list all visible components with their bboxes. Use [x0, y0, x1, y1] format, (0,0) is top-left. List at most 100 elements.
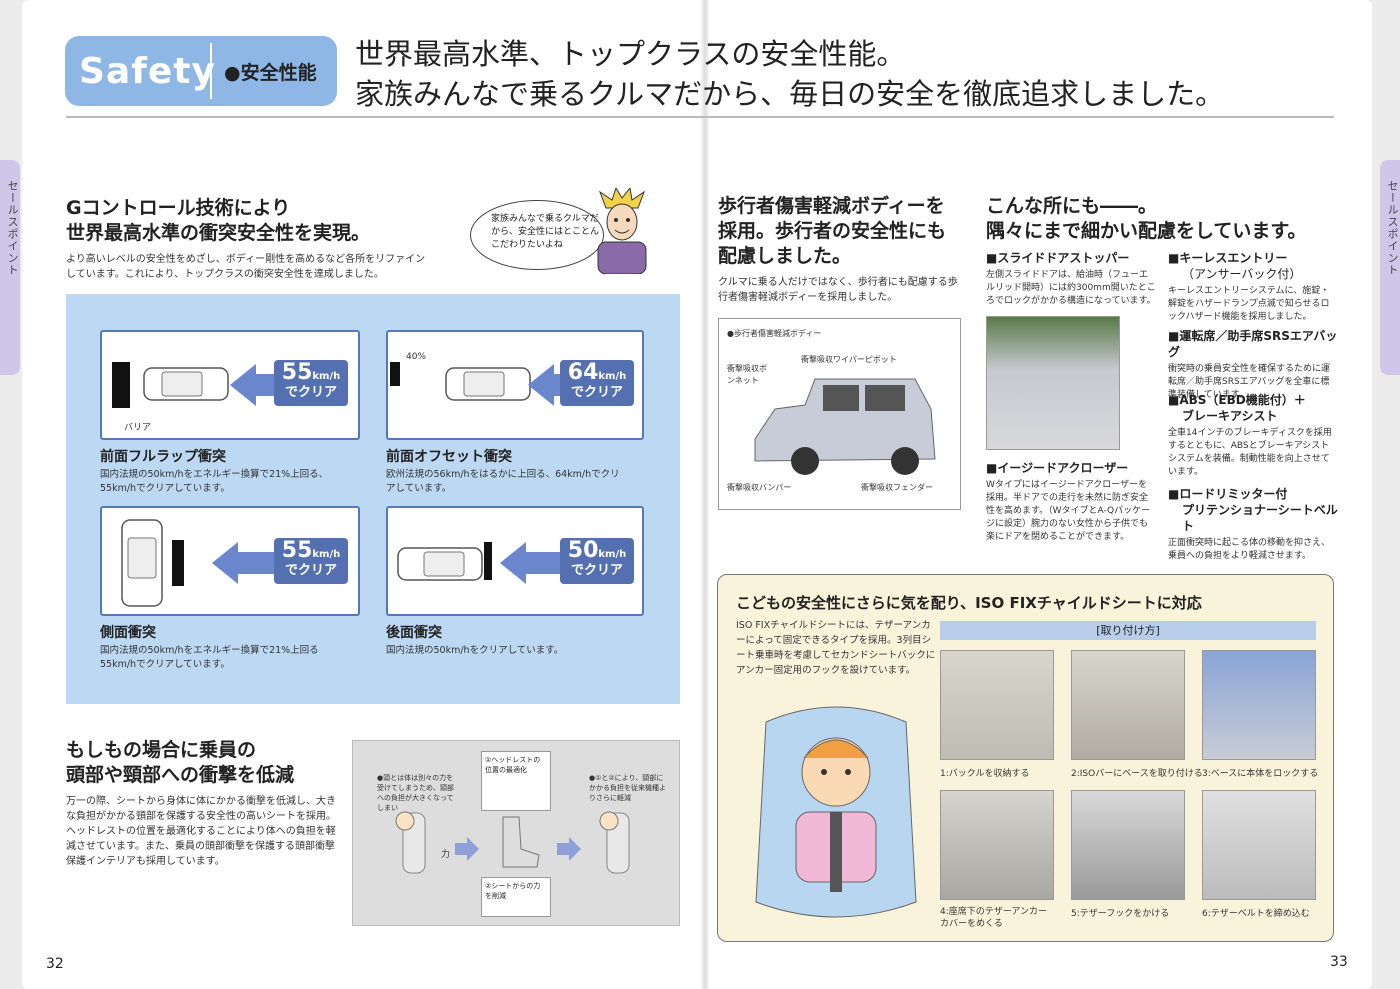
- step-caption: 6:テザーベルトを締め込む: [1202, 909, 1310, 919]
- ped-title-2: 採用。歩行者の安全性にも: [718, 220, 947, 242]
- detail-item-heading: ■ABS（EBD機能付）＋: [1168, 393, 1306, 407]
- step-photo-3: [1202, 650, 1316, 760]
- badge-jp: ●安全性能: [224, 61, 317, 84]
- gcontrol-title-1: Gコントロール技術により: [66, 197, 291, 219]
- page-number-right: 33: [1330, 954, 1348, 970]
- ped-title-1: 歩行者傷害軽減ボディーを: [718, 195, 945, 217]
- man-illustration-icon: [597, 188, 647, 274]
- car-top-icon: [121, 519, 163, 607]
- head-title-1: もしもの場合に乗員の: [66, 739, 257, 761]
- detail-item-body: 正面衝突時に起こる体の移動を抑さえ、乗員への負担をより軽減させます。: [1168, 538, 1331, 561]
- rear-barrier: [484, 542, 492, 580]
- crash-title: 前面フルラップ衝突: [100, 449, 226, 465]
- car-icon: [397, 547, 483, 581]
- seat-figure-icon: [599, 811, 630, 874]
- fig-title: ●歩行者傷害軽減ボディー: [727, 329, 822, 338]
- fig-label-fender: 衝撃吸収フェンダー: [861, 483, 933, 492]
- head-diagram: ●頭とは体は別々の力を受けてしまうため、頸部への負担が大きくなってしまい ①ヘッ…: [352, 740, 680, 926]
- force-label: 力: [441, 850, 451, 860]
- detail-item-heading: ■キーレスエントリー: [1168, 251, 1288, 265]
- head-body: 万一の際、シートから身体に体にかかる衝撃を低減し、大きな負担がかかる頸部を保護す…: [66, 796, 336, 867]
- detail-item: ■ロードリミッター付 プリテンショナーシートベルト 正面衝突時に起こる体の移動を…: [1168, 486, 1338, 563]
- side-tab-right: セールスポイント: [1380, 160, 1400, 375]
- page-number-left: 32: [46, 956, 64, 972]
- detail-item-heading: ■イージードアクローザー: [986, 461, 1129, 475]
- barrier-note: バリア: [124, 423, 152, 433]
- step-caption: 3:ベースに本体をロックする: [1202, 769, 1319, 779]
- step-photo-2: [1071, 650, 1185, 760]
- arrow-right-icon: [455, 837, 479, 861]
- barrier: [390, 362, 400, 386]
- crash-title: 側面衝突: [100, 625, 156, 641]
- detail-item: ■キーレスエントリー （アンサーバック付） キーレスエントリーシステムに、施錠・…: [1168, 250, 1338, 324]
- gcontrol-section: Gコントロール技術により 世界最高水準の衝突安全性を実現。 より高いレベルの安全…: [66, 196, 466, 282]
- detail-item: ■ABS（EBD機能付）＋ ブレーキアシスト 全車14インチのブレーキディスクを…: [1168, 392, 1338, 479]
- headline: 世界最高水準、トップクラスの安全性能。 家族みんなで乗るクルマだから、毎日の安全…: [355, 34, 1224, 114]
- step-photo-6: [1202, 790, 1316, 900]
- headline-line-2: 家族みんなで乗るクルマだから、毎日の安全を徹底追求しました。: [355, 77, 1225, 111]
- barrier: [112, 362, 130, 408]
- detail-item-heading: ■スライドドアストッパー: [986, 251, 1130, 265]
- seat-icon: [502, 816, 540, 868]
- child-in-seat-icon: [755, 706, 917, 918]
- crash-desc: 国内法規の50km/hをエネルギー換算で21%上回る55km/hでクリアしていま…: [100, 645, 319, 670]
- header-rule: [66, 116, 1334, 118]
- step-caption: 2:ISOバーにベースを取り付ける: [1071, 769, 1203, 779]
- crash-desc: 国内法規の50km/hをエネルギー換算で21%上回る、55km/hでクリアしてい…: [100, 469, 329, 494]
- spine: [700, 0, 710, 989]
- crash-desc: 欧州法規の56km/hをはるかに上回る、64km/hでクリアしています。: [386, 469, 620, 494]
- ped-body: クルマに乗る人だけではなく、歩行者にも配慮する歩行者傷害軽減ボディーを採用しまし…: [718, 277, 958, 303]
- badge-en: Safety: [79, 50, 216, 92]
- car-icon: [445, 367, 531, 401]
- crash-title: 前面オフセット衝突: [386, 449, 512, 465]
- step-photo-4: [940, 790, 1054, 900]
- detail-item-body: キーレスエントリーシステムに、施錠・解錠をハザードランプ点滅で知らせるロックハザ…: [1168, 286, 1330, 322]
- detail-section: こんな所にも――。 隅々にまで細かい配慮をしています。: [986, 194, 1326, 244]
- step-caption: 5:テザーフックをかける: [1071, 909, 1170, 919]
- detail-item-heading: ■運転席／助手席SRSエアバッグ: [1168, 329, 1338, 359]
- detail-item: ■運転席／助手席SRSエアバッグ 衝突時の乗員安全性を確保するために運転席／助手…: [1168, 328, 1338, 402]
- ped-title-3: 配慮しました。: [718, 245, 852, 267]
- detail-item-body: 衝突時の乗員安全性を確保するために運転席／助手席SRSエアバッグを全車に標準装備…: [1168, 364, 1331, 400]
- car-illustration-icon: [754, 378, 936, 475]
- diag-note-1: ●頭とは体は別々の力を受けてしまうため、頸部への負担が大きくなってしまい: [377, 774, 454, 812]
- head-section: もしもの場合に乗員の 頭部や頸部への衝撃を低減 万一の際、シートから身体に体にか…: [66, 738, 346, 869]
- speech-bubble: 家族みんなで乗るクルマだから、安全性にはとことんこだわりたいよね: [470, 200, 604, 270]
- pedestrian-section: 歩行者傷害軽減ボディーを 採用。歩行者の安全性にも 配慮しました。 クルマに乗る…: [718, 194, 968, 305]
- diag-note-4: ②シートからの力を削減: [481, 877, 551, 917]
- fig-label-wiper: 衝撃吸収ワイパーピボット: [801, 355, 897, 364]
- slide-door-photo: [986, 316, 1120, 450]
- headline-line-1: 世界最高水準、トップクラスの安全性能。: [355, 37, 906, 71]
- detail-title-2: 隅々にまで細かい配慮をしています。: [986, 220, 1307, 242]
- side-barrier: [172, 540, 184, 586]
- detail-item-subheading: ブレーキアシスト: [1182, 409, 1278, 423]
- arrow-left-icon: [212, 542, 282, 584]
- offset-note: 40%: [406, 352, 427, 362]
- diag-note-2: ①ヘッドレストの位置の最適化: [481, 751, 551, 811]
- safety-badge: Safety ●安全性能: [65, 36, 337, 106]
- detail-item-body: 全車14インチのブレーキディスクを採用するとともに、ABSとブレーキアシストシス…: [1168, 428, 1332, 477]
- crash-title: 後面衝突: [386, 625, 442, 641]
- detail-item-subheading: プリテンショナーシートベルト: [1182, 503, 1338, 533]
- diag-note-3: ●①と②により、頸部にかかる負担を従来機種よりさらに軽減: [589, 774, 666, 802]
- step-caption: 1:バックルを収納する: [940, 769, 1030, 779]
- badge-divider: [210, 43, 212, 99]
- step-photo-5: [1071, 790, 1185, 900]
- arrow-right-icon: [557, 837, 581, 861]
- detail-title-1: こんな所にも――。: [986, 195, 1158, 217]
- seat-figure-icon: [395, 811, 426, 874]
- child-body: ISO FIXチャイルドシートには、テザーアンカーによって固定できるタイプを採用…: [736, 620, 936, 676]
- detail-item: ■スライドドアストッパー 左側スライドドアは、給油時（フューエルリッド開時）には…: [986, 250, 1156, 308]
- step-caption: 4:座席下のテザーアンカーカバーをめくる: [940, 907, 1048, 929]
- fig-label-bumper: 衝撃吸収バンパー: [727, 483, 792, 492]
- side-tab-left: セールスポイント: [0, 160, 20, 375]
- crash-desc: 国内法規の50km/hをクリアしています。: [386, 645, 564, 656]
